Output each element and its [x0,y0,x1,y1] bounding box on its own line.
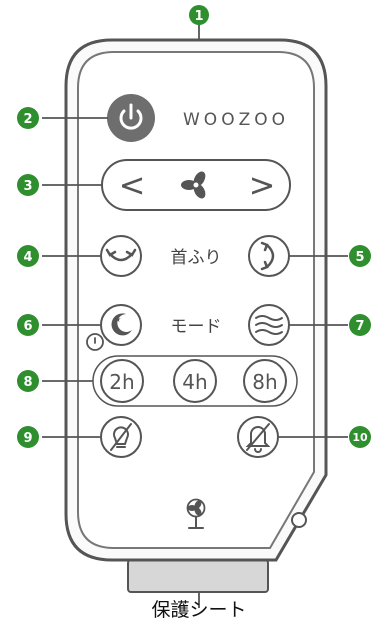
timer-2h-button[interactable]: 2h [100,359,144,403]
swing-vertical-icon [260,241,275,271]
swing-horizontal-button[interactable] [100,235,142,277]
power-button[interactable] [107,94,155,142]
svg-text:5: 5 [355,250,364,265]
svg-text:9: 9 [23,431,32,446]
fan-speed-increase-button[interactable]: > [249,166,276,204]
sleep-mode-button[interactable]: ★ [100,304,142,346]
mode-label: モード [171,317,222,337]
fan-logo-icon [186,498,206,529]
brand-logo: WOOZOO [183,110,289,130]
bell-off-icon [245,423,271,453]
timer-icon [86,333,104,351]
swing-label: 首ふり [171,248,222,268]
callout-leader-lines [42,22,348,608]
callout-2: 2 [17,107,39,129]
swing-vertical-button[interactable] [248,235,290,277]
protective-sheet-label: 保護シート [151,599,246,621]
timer-2h-label: 2h [109,370,134,394]
timer-8h-label: 8h [252,370,277,394]
callout-6: 6 [17,314,39,336]
callout-3: 3 [17,174,39,196]
swing-horizontal-icon [105,248,137,262]
power-icon [119,103,143,130]
callout-8: 8 [17,370,39,392]
svg-text:10: 10 [352,431,368,444]
svg-text:1: 1 [194,9,203,24]
sound-off-button[interactable] [237,416,279,458]
timer-4h-button[interactable]: 4h [173,359,217,403]
fan-icon [181,171,206,199]
svg-text:3: 3 [23,179,32,194]
svg-text:4: 4 [23,250,32,265]
wind-mode-icon [255,315,283,335]
sleep-mode-icon: ★ [111,313,132,336]
svg-text:7: 7 [355,319,364,334]
protective-sheet [127,559,269,593]
strap-hole [291,512,307,528]
callout-7: 7 [349,314,371,336]
timer-8h-button[interactable]: 8h [243,359,287,403]
callout-10: 10 [349,426,371,448]
svg-text:8: 8 [23,375,32,390]
svg-text:★: ★ [114,315,121,324]
light-off-icon [110,423,132,451]
callout-9: 9 [17,426,39,448]
callout-1: 1 [189,5,209,25]
svg-text:2: 2 [23,112,32,127]
callout-5: 5 [349,245,371,267]
callout-4: 4 [17,245,39,267]
fan-speed-decrease-button[interactable]: < [119,166,146,204]
wind-mode-button[interactable] [248,304,290,346]
svg-text:6: 6 [23,319,32,334]
light-off-button[interactable] [100,416,142,458]
timer-4h-label: 4h [182,370,207,394]
